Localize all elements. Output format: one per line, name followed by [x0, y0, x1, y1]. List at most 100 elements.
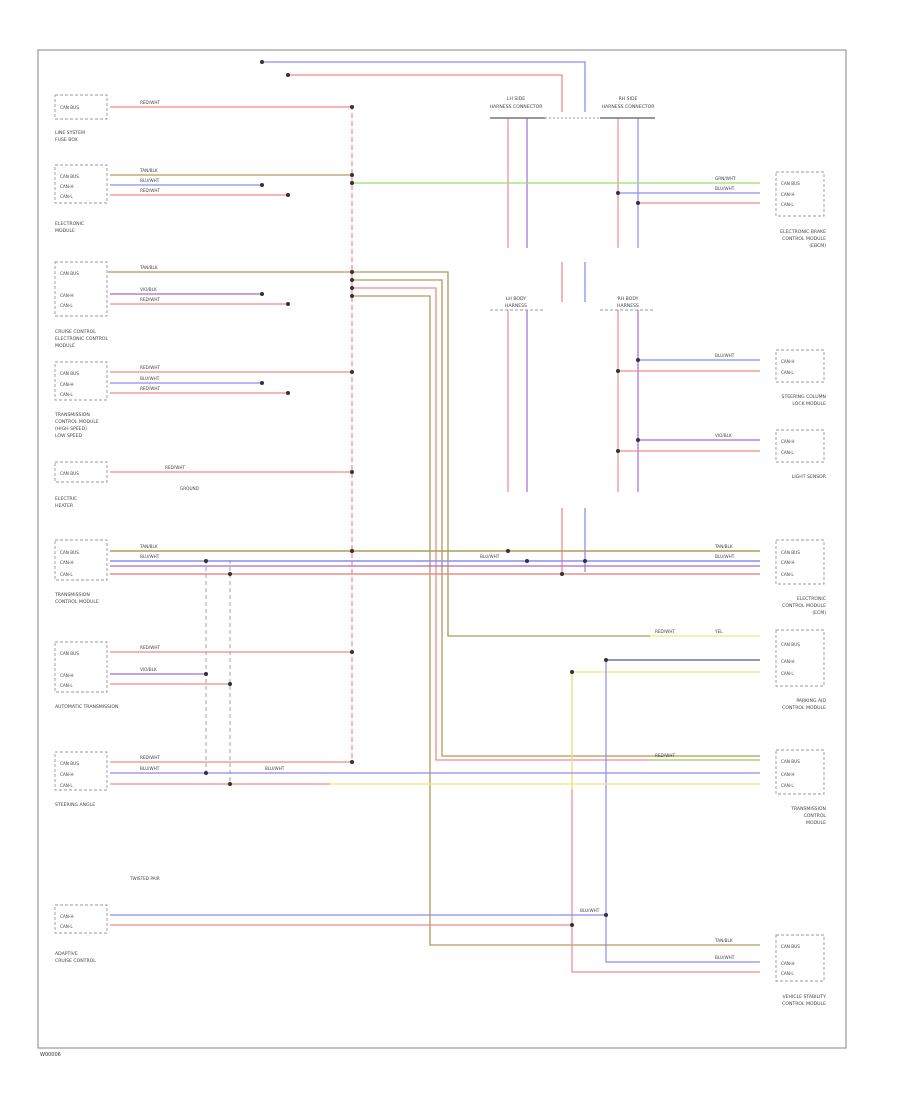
pin-label: CAN-H [781, 560, 795, 565]
pin-label: CAN BUS [781, 642, 800, 647]
left-components [54, 94, 108, 934]
pin-label: CAN-H [781, 961, 795, 966]
wire-label: RED/WHT [655, 629, 675, 634]
pin-label: CAN BUS [60, 651, 79, 656]
pin-label: CAN-H [781, 192, 795, 197]
wire-label: TAN/BLK [139, 168, 158, 173]
pin-label: CAN-H [781, 439, 795, 444]
component-caption: CONTROL MODULE [782, 603, 826, 609]
left-captions: LINE SYSTEM FUSE BOX ELECTRONIC MODULE C… [54, 130, 118, 964]
component-caption: CRUISE CONTROL [55, 958, 96, 964]
pin-label: CAN-L [781, 671, 794, 676]
wire-label: GRN/WHT [715, 176, 736, 181]
pin-label: CAN-L [60, 924, 73, 929]
component-box [775, 429, 825, 463]
pin-label: CAN-H [60, 560, 74, 565]
wire-runs [110, 106, 760, 926]
connector-caption: RH SIDE [619, 96, 638, 102]
pin-label: CAN-L [781, 783, 794, 788]
pin-label: CAN BUS [60, 471, 79, 476]
wire-label: TAN/BLK [714, 544, 733, 549]
pin-label: CAN BUS [60, 371, 79, 376]
pin-label: CAN BUS [781, 759, 800, 764]
connector-bars [490, 117, 655, 311]
component-caption: AUTOMATIC TRANSMISSION [55, 704, 118, 710]
component-caption: MODULE [55, 343, 75, 349]
wire-label: VIO/BLK [140, 287, 157, 292]
wire-label: RED/WHT [655, 753, 675, 758]
component-box [775, 349, 825, 383]
component-caption: CONTROL MODULE [782, 705, 826, 711]
pin-label: CAN-L [781, 971, 794, 976]
pin-label: CAN-L [60, 572, 73, 577]
component-caption: CRUISE CONTROL [55, 329, 96, 335]
wire-label: RED/WHT [140, 297, 160, 302]
pin-label: CAN-H [60, 184, 74, 189]
component-caption: ADAPTIVE [55, 951, 78, 957]
pin-label: CAN BUS [60, 761, 79, 766]
diagram-code: W00006 [40, 1052, 61, 1058]
component-caption: TRANSMISSION [54, 412, 90, 418]
component-caption: (ECM) [812, 610, 826, 616]
pin-label: CAN-L [781, 370, 794, 375]
wire-label: RED/WHT [140, 755, 160, 760]
pin-label: CAN BUS [781, 550, 800, 555]
component-caption: LIGHT SENSOR [792, 474, 827, 480]
component-box [54, 904, 108, 934]
component-caption: ELECTRIC [55, 496, 77, 502]
pin-label: CAN-H [60, 772, 74, 777]
wire-label: BLU/WHT [715, 554, 735, 559]
pin-label: CAN-L [60, 194, 73, 199]
wire-label: VIO/BLK [715, 433, 732, 438]
component-caption: LOW SPEED [55, 433, 83, 439]
component-box [54, 641, 108, 693]
pin-label: CAN BUS [781, 181, 800, 186]
wire-label: BLU/WHT [140, 376, 160, 381]
pin-label: CAN BUS [60, 105, 79, 110]
component-caption: CONTROL [804, 813, 827, 819]
component-box [54, 164, 108, 204]
pin-label: CAN BUS [60, 271, 79, 276]
pin-label: CAN-H [60, 673, 74, 678]
component-caption: MODULE [806, 820, 826, 826]
connector-caption: LH SIDE [507, 96, 525, 102]
wire-label: TAN/BLK [139, 544, 158, 549]
wire-label: BLU/WHT [140, 766, 160, 771]
wire-label: BLU/WHT [140, 554, 160, 559]
component-caption: ELECTRONIC CONTROL [55, 336, 109, 342]
connector-caption: HARNESS [617, 303, 639, 309]
wire-label: BLU/WHT [480, 554, 500, 559]
splice-points [204, 105, 640, 927]
pin-label: CAN-H [781, 659, 795, 664]
wire-label: BLU/WHT [715, 186, 735, 191]
wire-label: RED/WHT [140, 365, 160, 370]
wire-label: BLU/WHT [265, 766, 285, 771]
pin-label: CAN-L [781, 450, 794, 455]
connector-caption: RH BODY [618, 296, 639, 302]
pin-label: CAN-L [60, 783, 73, 788]
component-caption: STEERING ANGLE [55, 802, 95, 808]
component-box [54, 539, 108, 581]
component-caption: LOCK MODULE [792, 401, 826, 407]
wire-label: VIO/BLK [140, 667, 157, 672]
wire-label: TWISTED PAIR [129, 876, 160, 881]
component-caption: LINE SYSTEM [55, 130, 85, 136]
wire-label: YEL [714, 629, 723, 634]
component-box [775, 629, 825, 687]
pin-label: CAN-H [781, 772, 795, 777]
diagram-border [37, 49, 847, 1049]
component-caption: CONTROL MODULE [782, 1001, 826, 1007]
component-caption: CONTROL MODULE [782, 236, 826, 242]
component-box [54, 461, 108, 483]
wire-label: TAN/BLK [139, 265, 158, 270]
wire-label: BLU/WHT [715, 955, 735, 960]
component-box [775, 749, 825, 795]
connector-caption: HARNESS [505, 303, 527, 309]
pin-label: CAN-H [781, 359, 795, 364]
pin-labels: CAN BUS CAN BUS CAN-H CAN-L CAN BUS CAN-… [60, 105, 800, 976]
connector-captions: LH SIDE HARNESS CONNECTOR RH SIDE HARNES… [490, 96, 656, 309]
right-components [775, 171, 825, 982]
wire-label: RED/WHT [140, 645, 160, 650]
wire-label: RED/WHT [140, 100, 160, 105]
